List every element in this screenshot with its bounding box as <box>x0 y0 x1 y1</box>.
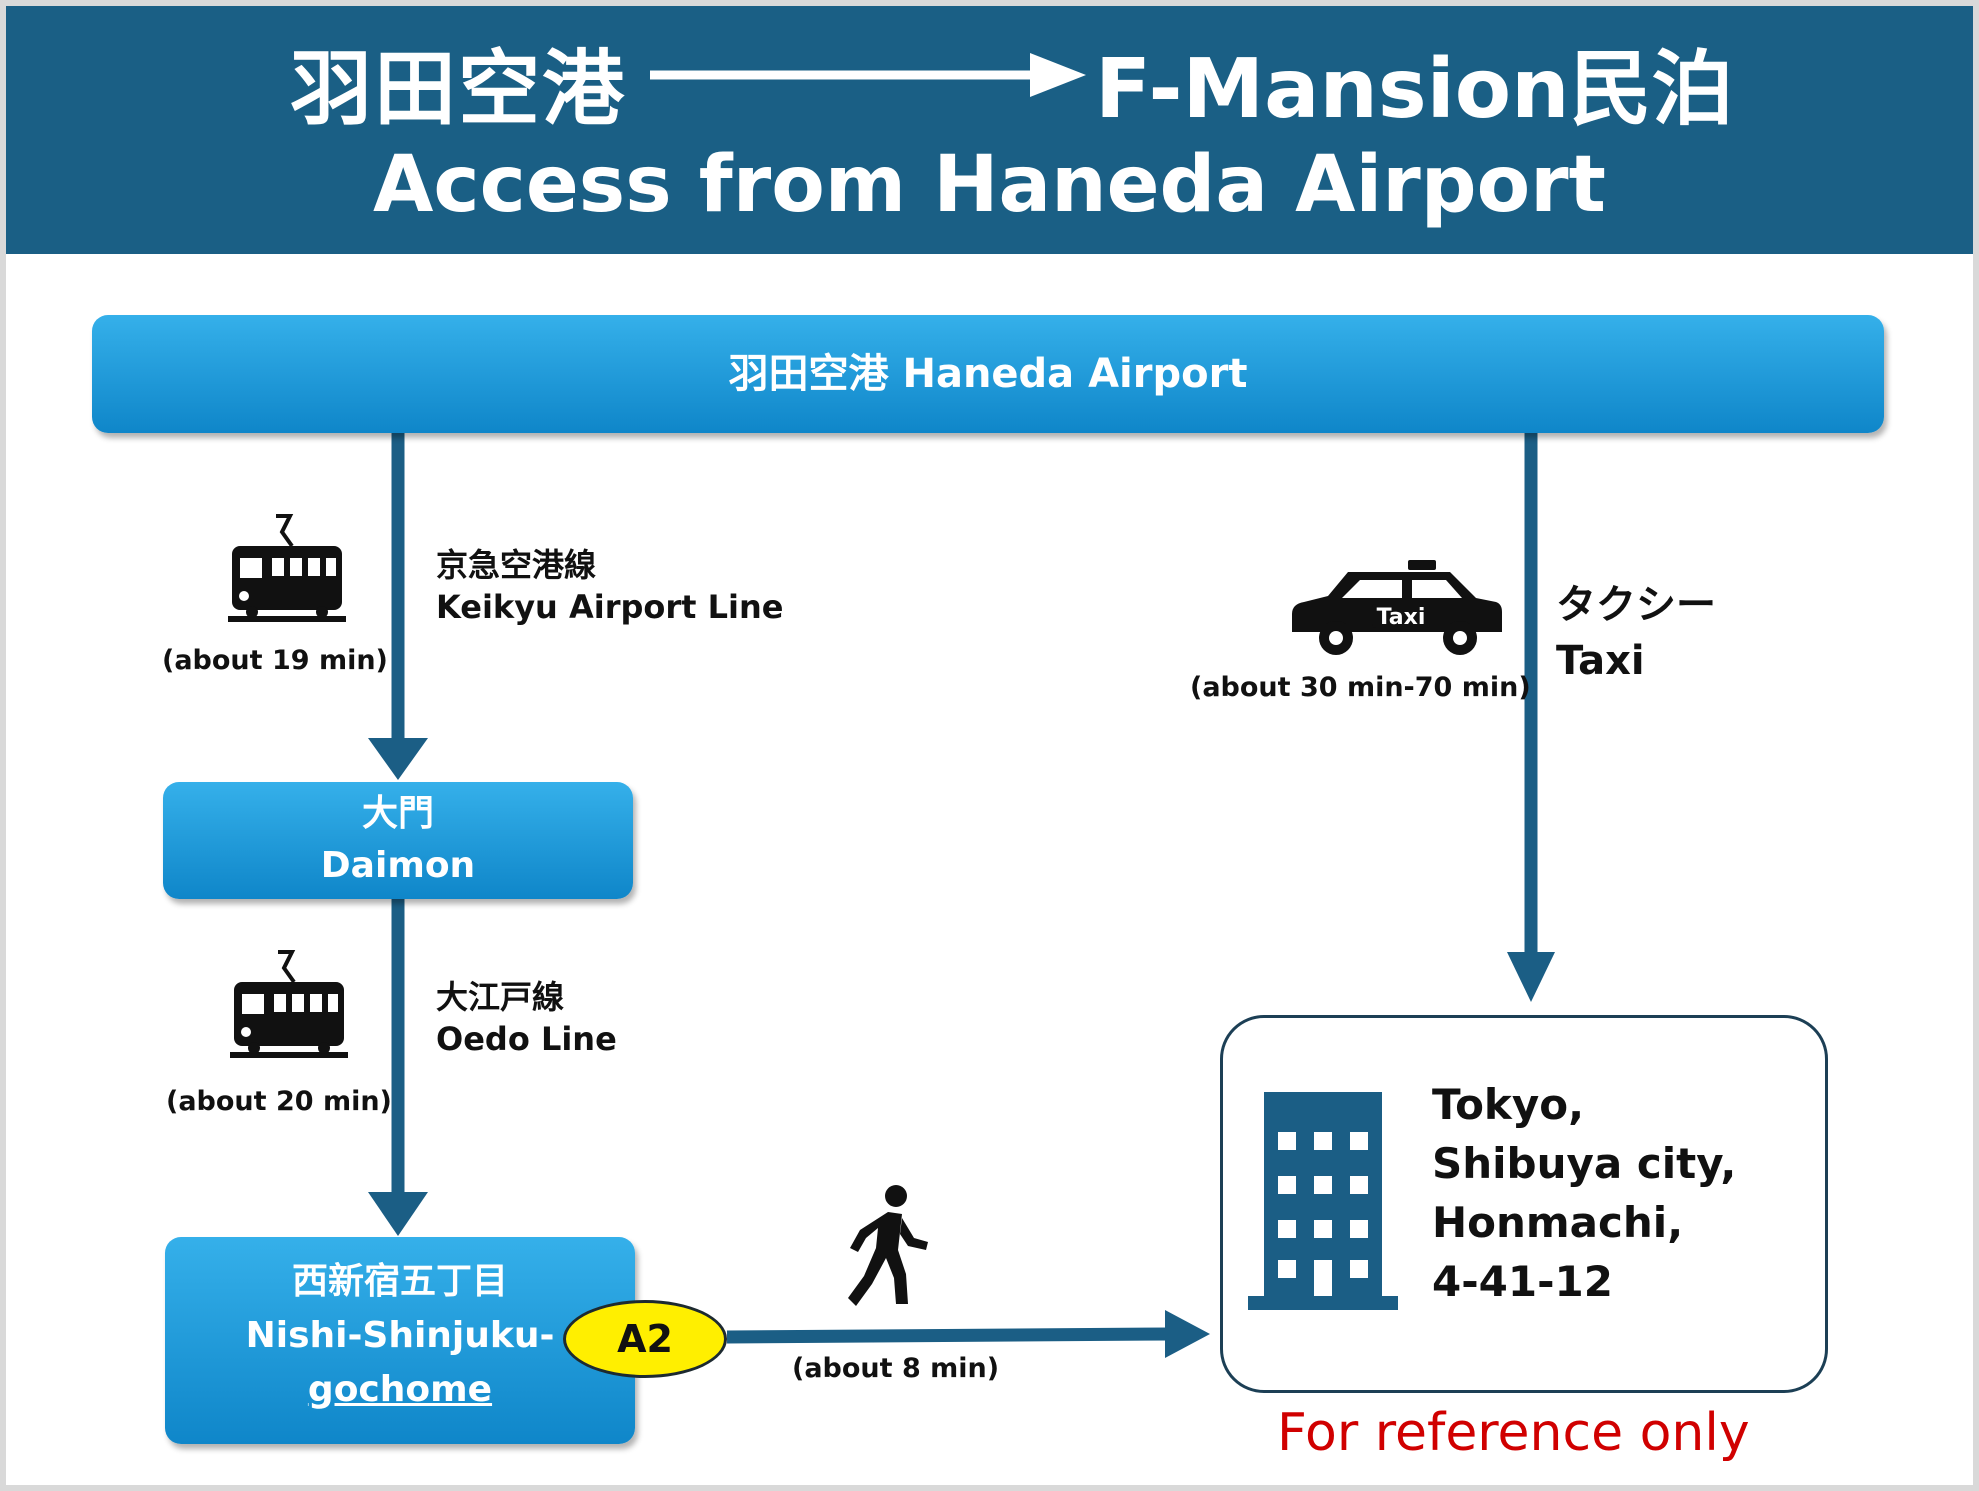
destination-address: Tokyo, Shibuya city, Honmachi, 4-41-12 <box>1432 1075 1736 1311</box>
address-line-3: Honmachi, <box>1432 1198 1684 1247</box>
node-daimon: 大門 Daimon <box>163 782 633 899</box>
node-nishi-en-1: Nishi-Shinjuku- <box>245 1315 555 1356</box>
oedo-time: (about 20 min) <box>166 1086 392 1117</box>
keikyu-time: (about 19 min) <box>162 645 388 676</box>
taxi-icon: Taxi <box>1292 560 1502 655</box>
node-nishi-jp: 西新宿五丁目 <box>291 1261 508 1302</box>
header-banner <box>6 6 1973 254</box>
train-icon <box>228 514 346 622</box>
keikyu-name-jp: 京急空港線 <box>436 546 597 584</box>
exit-badge-a2: A2 <box>563 1300 727 1378</box>
node-daimon-en: Daimon <box>320 845 476 886</box>
keikyu-name-en: Keikyu Airport Line <box>436 588 784 626</box>
arrowhead-taxi <box>1507 952 1555 1002</box>
node-haneda-airport-label: 羽田空港 Haneda Airport <box>728 351 1248 397</box>
title-english: Access from Haneda Airport <box>373 140 1606 230</box>
destination-box <box>1220 1015 1828 1393</box>
arrowhead-oedo <box>368 1192 428 1236</box>
title-destination: F-Mansion民泊 <box>1095 42 1734 137</box>
taxi-time: (about 30 min-70 min) <box>1190 672 1531 703</box>
taxi-name-jp: タクシー <box>1556 582 1716 628</box>
taxi-name-en: Taxi <box>1556 638 1645 684</box>
title-arrow-icon <box>650 53 1086 97</box>
reference-note: For reference only <box>1277 1403 1750 1463</box>
arrowhead-walk <box>1165 1310 1210 1358</box>
building-icon <box>1248 1092 1398 1310</box>
address-line-2: Shibuya city, <box>1432 1139 1737 1188</box>
taxi-car-label: Taxi <box>1377 605 1426 630</box>
arrowhead-keikyu <box>368 738 428 780</box>
address-line-1: Tokyo, <box>1432 1080 1585 1129</box>
node-haneda-airport: 羽田空港 Haneda Airport <box>92 315 1884 433</box>
walking-person-icon <box>848 1185 928 1306</box>
train-icon <box>230 950 348 1058</box>
node-nishi-shinjuku: 西新宿五丁目 Nishi-Shinjuku- gochome <box>165 1237 635 1444</box>
walk-time: (about 8 min) <box>792 1353 1000 1384</box>
title-origin-jp: 羽田空港 <box>290 42 627 137</box>
oedo-name-jp: 大江戸線 <box>436 978 565 1016</box>
address-line-4: 4-41-12 <box>1432 1257 1613 1306</box>
oedo-name-en: Oedo Line <box>436 1020 617 1058</box>
node-daimon-jp: 大門 <box>361 793 434 834</box>
connector-walk <box>726 1327 1171 1344</box>
node-nishi-en-2: gochome <box>307 1369 493 1410</box>
